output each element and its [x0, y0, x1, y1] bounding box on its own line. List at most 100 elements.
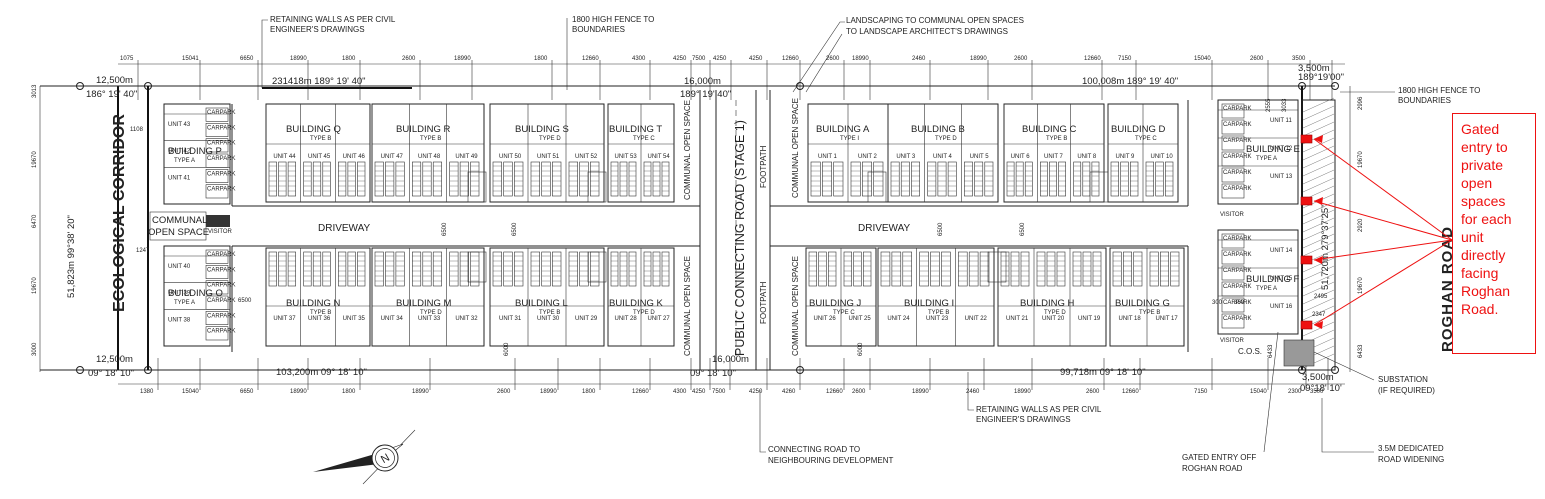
carport-bay	[374, 251, 384, 287]
dim-6500-left: 6500	[238, 298, 252, 304]
carpark-label: CARPARK	[207, 329, 236, 335]
dimension-top-label: 2460	[912, 56, 926, 62]
dimension-top-label: 2600	[826, 56, 840, 62]
communal-open-space-left-label-1: COMMUNAL	[152, 215, 207, 226]
carport-bay	[568, 161, 578, 197]
carport-bay	[492, 161, 502, 197]
carport-bay	[579, 161, 589, 197]
carport-bay	[661, 251, 670, 287]
driveway-right-label: DRIVEWAY	[858, 223, 911, 234]
carport-bay	[822, 161, 832, 197]
side-building: CARPARKCARPARKCARPARKCARPARKCARPARKCARPA…	[163, 103, 236, 205]
dimension-bottom-label: 18990	[540, 389, 557, 395]
carport-bay	[1082, 251, 1092, 287]
building-name: BUILDING C	[1022, 124, 1077, 135]
survey-bottom-right-dist: 3,500m	[1302, 372, 1334, 383]
carport-bay	[1221, 135, 1245, 151]
carport-bay	[1112, 251, 1122, 287]
carport-bay	[900, 161, 910, 197]
dim-350: 350	[1234, 300, 1245, 306]
building-name: BUILDING K	[609, 298, 664, 309]
unit-label: UNIT 5	[970, 154, 990, 160]
dimension-top-label: 15041	[182, 56, 199, 62]
callout-arrow	[1313, 239, 1453, 326]
building-name: BUILDING R	[396, 124, 451, 135]
carport-bay	[833, 161, 844, 197]
carport-bay	[322, 251, 331, 287]
carport-bay	[1120, 161, 1129, 197]
roghan-road-label: ROGHAN ROAD	[1439, 226, 1456, 352]
carpark-label: CARPARK	[1223, 138, 1252, 144]
carport-bay	[941, 251, 951, 287]
carport-bay	[503, 251, 513, 287]
roghan-road-strip: C.O.S.	[1238, 97, 1336, 371]
dimension-left-label: 3000	[32, 342, 38, 356]
dimension-top-label: 4250	[673, 56, 687, 62]
callout-line: private	[1461, 157, 1504, 173]
dimension-top-label: 18990	[852, 56, 869, 62]
building-outline	[997, 247, 1107, 347]
side-buildings-layer: CARPARKCARPARKCARPARKCARPARKCARPARKCARPA…	[163, 99, 1300, 347]
dim-6500-b: 6500	[512, 222, 518, 236]
visitor-bay	[467, 251, 487, 283]
dim-2555: 2555	[1266, 98, 1272, 112]
cos-label: C.O.S.	[1238, 347, 1262, 356]
carport-bay	[541, 161, 551, 197]
dimension-bottom-label: 2300	[1288, 389, 1302, 395]
unit-label: UNIT 14	[1270, 248, 1293, 254]
carport-bay	[552, 251, 562, 287]
dimension-top-label: 18990	[970, 56, 987, 62]
building-name: BUILDING L	[515, 298, 568, 309]
carport-bay	[205, 169, 229, 183]
unit-label: UNIT 34	[381, 316, 404, 322]
carport-bay	[911, 161, 920, 197]
carport-bay	[449, 161, 459, 197]
carport-bay	[205, 265, 229, 279]
carport-bay	[541, 251, 551, 287]
unit-label: UNIT 51	[537, 154, 560, 160]
unit-label: UNIT 8	[1077, 154, 1097, 160]
dimension-bottom-label: 15040	[1250, 389, 1267, 395]
unit-label: UNIT 45	[308, 154, 331, 160]
carport-bay	[205, 280, 229, 295]
dimension-right-label: 19670	[1358, 151, 1364, 168]
carport-bay	[552, 161, 562, 197]
carpark-label: CARPARK	[1223, 106, 1252, 112]
building-type: TYPE C	[1135, 136, 1157, 142]
building-name: BUILDING S	[515, 124, 569, 135]
carport-bay	[514, 161, 524, 197]
carport-bay	[470, 161, 480, 197]
carport-bay	[347, 251, 356, 287]
carport-bay	[1155, 161, 1164, 197]
footpath-bottom-label: FOOTPATH	[759, 281, 768, 324]
dimension-right-label: 19670	[1358, 277, 1364, 294]
building-type: TYPE B	[310, 136, 331, 142]
unit-label: UNIT 15	[1270, 276, 1293, 282]
callout-line: facing	[1461, 265, 1499, 281]
gate-marker	[1300, 196, 1313, 206]
carport-bay	[278, 251, 287, 287]
dimension-bottom-label: 12660	[826, 389, 843, 395]
dim-2347: 2347	[1312, 312, 1326, 318]
carport-bay	[984, 161, 994, 197]
building-name: BUILDING G	[1115, 298, 1170, 309]
building-type: TYPE B	[310, 310, 331, 316]
unit-label: UNIT 10	[1151, 154, 1174, 160]
dimension-bottom-label: 12660	[632, 389, 649, 395]
building-type: TYPE I	[840, 136, 859, 142]
unit-label: UNIT 21	[1006, 316, 1029, 322]
side-building: CARPARKCARPARKCARPARKCARPARKCARPARKCARPA…	[1217, 229, 1300, 335]
dimension-bottom-label: 7500	[712, 389, 726, 395]
carport-bay	[1092, 251, 1102, 287]
carport-bay	[853, 251, 862, 287]
carport-bay	[385, 161, 395, 197]
carport-bay	[619, 251, 628, 287]
carport-bay	[412, 251, 422, 287]
dimension-left-label: 3013	[32, 84, 38, 98]
callout-line: for each	[1461, 211, 1512, 227]
